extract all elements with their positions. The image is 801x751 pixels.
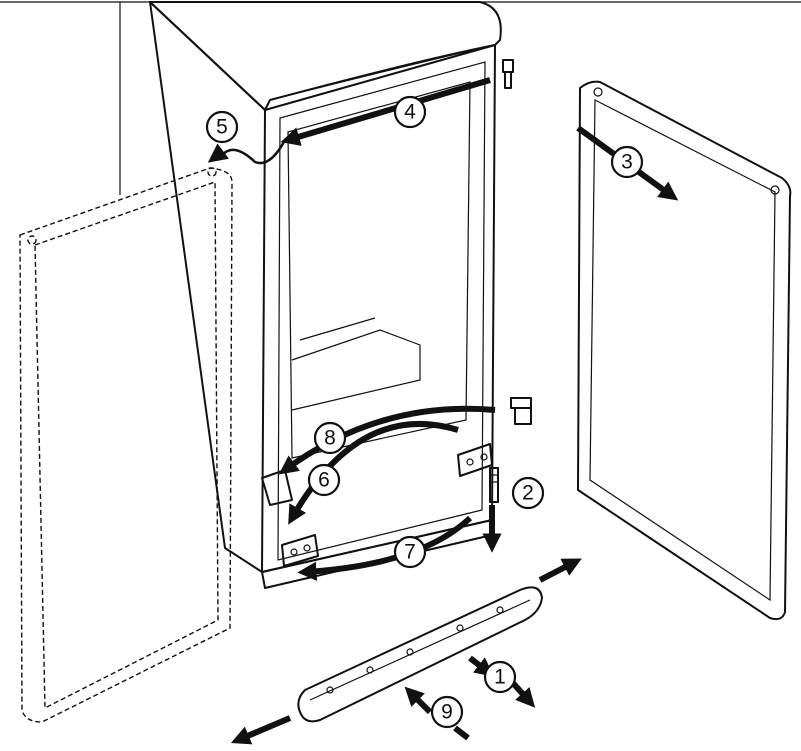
- arrow-4: [280, 77, 491, 146]
- callout-5: 5: [205, 110, 239, 144]
- svg-text:5: 5: [216, 116, 228, 139]
- callout-1: 1: [483, 660, 517, 694]
- bottom-right-hinge: [457, 443, 493, 477]
- svg-text:9: 9: [441, 701, 453, 724]
- callout-6: 6: [307, 463, 341, 497]
- door-stop-block: [261, 469, 293, 506]
- svg-text:1: 1: [494, 666, 506, 689]
- svg-text:3: 3: [621, 151, 633, 174]
- callout-9: 9: [430, 695, 464, 729]
- svg-text:4: 4: [404, 101, 416, 124]
- hinge-screw: [489, 467, 499, 503]
- callout-3: 3: [610, 145, 644, 179]
- arrow-plinth-right: [538, 558, 582, 583]
- callout-8: 8: [313, 421, 347, 455]
- arrow-9: [404, 686, 470, 741]
- hinge-bush: [510, 397, 532, 425]
- plinth-panel: [297, 586, 543, 723]
- arrow-plinth-left: [230, 715, 292, 745]
- top-hinge-pin: [502, 59, 514, 89]
- callout-7: 7: [393, 535, 427, 569]
- arrow-6: [288, 420, 459, 525]
- arrow-5-cable: [207, 139, 287, 165]
- svg-text:2: 2: [522, 482, 534, 505]
- svg-text:7: 7: [404, 541, 416, 564]
- arrow-1: [468, 655, 536, 708]
- svg-text:6: 6: [318, 469, 330, 492]
- arrow-8: [278, 405, 496, 475]
- callout-4: 4: [393, 95, 427, 129]
- bottom-left-hinge: [281, 534, 319, 567]
- callout-2: 2: [511, 476, 545, 510]
- door-dashed-left: [19, 167, 233, 723]
- svg-text:8: 8: [324, 427, 336, 450]
- door-right: [577, 80, 792, 621]
